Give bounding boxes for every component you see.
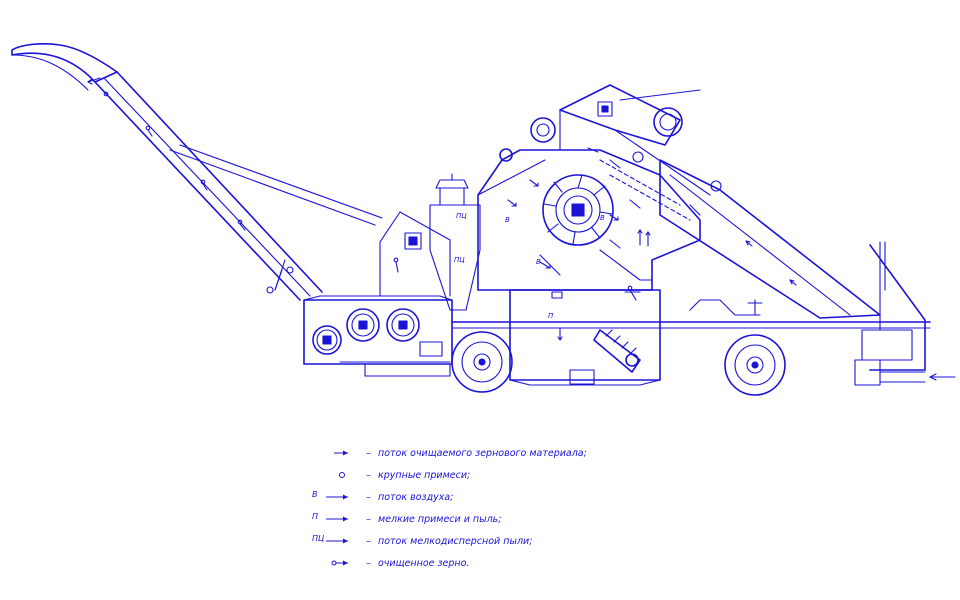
loading-elevator	[11, 43, 383, 301]
legend-dash: –	[366, 513, 371, 525]
legend-label: поток мелкодисперсной пыли;	[378, 535, 533, 547]
legend-item: ПЦ –поток мелкодисперсной пыли;	[312, 532, 632, 550]
legend-dash: –	[366, 447, 371, 459]
arrow-icon	[326, 538, 348, 544]
legend: –поток очищаемого зернового материала;–к…	[312, 444, 632, 576]
label-air-2: В	[505, 216, 510, 224]
legend-dash: –	[366, 491, 371, 503]
front-wheel	[451, 331, 513, 393]
legend-item: –крупные примеси;	[312, 466, 632, 484]
legend-symbol	[312, 556, 366, 570]
pre-cleaner-block	[303, 173, 481, 377]
label-air-3: В	[536, 258, 541, 266]
legend-dash: –	[366, 535, 371, 547]
legend-item: В –поток воздуха;	[312, 488, 632, 506]
arrow-icon	[326, 516, 348, 522]
legend-label: мелкие примеси и пыль;	[378, 513, 502, 525]
rear-wheel	[724, 334, 786, 396]
grain-hopper-bottom	[509, 289, 661, 386]
circle-icon	[339, 472, 345, 478]
legend-symbol: П	[312, 512, 366, 526]
legend-item: –очищенное зерно.	[312, 554, 632, 572]
flow-arrows	[507, 147, 651, 301]
legend-dash: –	[366, 469, 371, 481]
arrow-icon	[334, 450, 348, 456]
upper-air-channel	[559, 84, 722, 221]
label-fine-dust-1: ПЦ	[456, 212, 467, 220]
legend-symbol: ПЦ	[312, 534, 366, 548]
legend-label: очищенное зерно.	[378, 557, 470, 569]
main-separator-body	[477, 117, 701, 291]
legend-item: П –мелкие примеси и пыль;	[312, 510, 632, 528]
diagram-codes: В П ПЦ ПЦ В В	[454, 212, 605, 320]
discharge-conveyor	[659, 159, 881, 319]
arrow-icon	[326, 494, 348, 500]
legend-symbol: В	[312, 490, 366, 504]
legend-dash: –	[366, 557, 371, 569]
label-air-1: В	[600, 214, 605, 222]
legend-code: В	[312, 490, 318, 499]
legend-code: ПЦ	[312, 534, 325, 543]
legend-label: поток очищаемого зернового материала;	[378, 447, 587, 459]
label-fine-dust-2: ПЦ	[454, 256, 465, 264]
legend-item: –поток очищаемого зернового материала;	[312, 444, 632, 462]
frame-and-drawbar	[451, 241, 956, 386]
legend-symbol	[312, 468, 366, 482]
legend-code: П	[312, 512, 319, 521]
arrow-icon	[331, 560, 348, 566]
legend-label: поток воздуха;	[378, 491, 454, 503]
legend-symbol	[312, 446, 366, 460]
legend-label: крупные примеси;	[378, 469, 471, 481]
label-dust-1: П	[548, 312, 554, 320]
